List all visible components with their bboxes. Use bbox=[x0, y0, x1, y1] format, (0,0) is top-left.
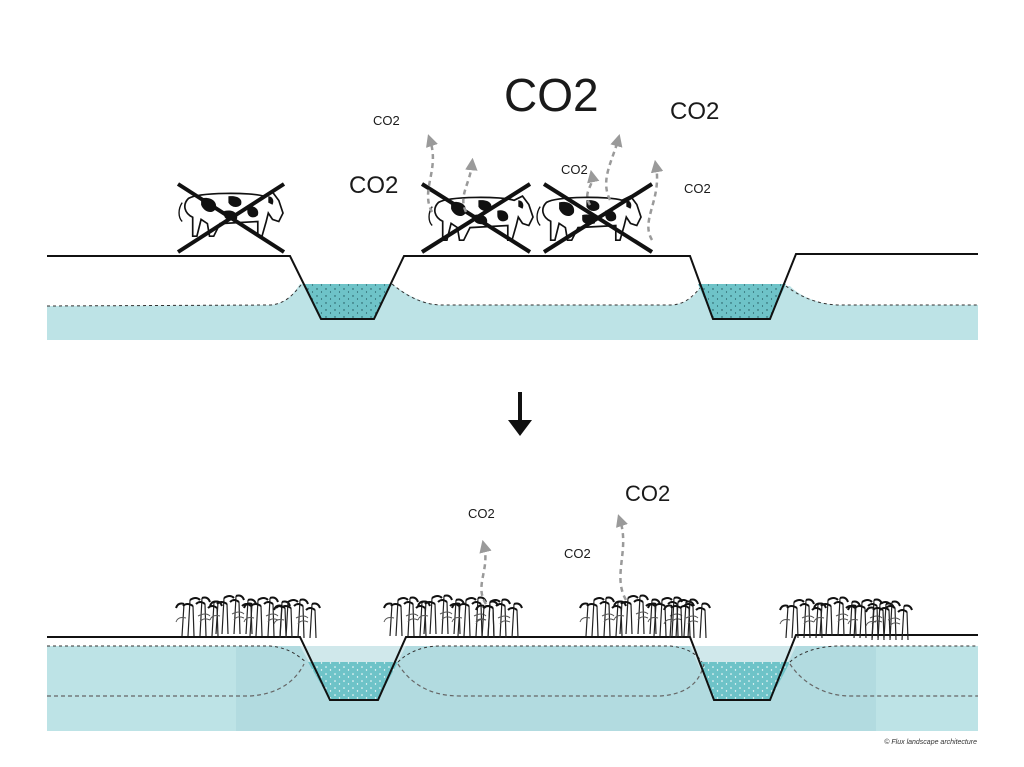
reed-icon bbox=[175, 594, 321, 639]
emission-arrow bbox=[426, 134, 438, 213]
co2-label-medium: CO2 bbox=[349, 172, 398, 199]
emission-arrow bbox=[479, 539, 492, 605]
reed-icon bbox=[779, 596, 913, 641]
reed-icon bbox=[579, 594, 711, 639]
bottom-panel: CO2 CO2 CO2 bbox=[47, 481, 978, 731]
emission-arrows-bottom bbox=[479, 514, 628, 605]
down-arrow-icon bbox=[508, 392, 532, 436]
bottom-ditch-water-right bbox=[700, 662, 790, 700]
cross-icon bbox=[542, 182, 654, 254]
top-panel: CO2 CO2 CO2 CO2 CO2 CO2 bbox=[46, 69, 978, 340]
bottom-water-table-line bbox=[47, 645, 978, 663]
emission-arrow bbox=[585, 169, 600, 206]
bottom-old-water-table-line bbox=[47, 663, 978, 697]
co2-label-large: CO2 bbox=[504, 69, 599, 121]
top-ground-line bbox=[47, 253, 978, 320]
top-groundwater bbox=[47, 284, 978, 340]
cow-icon bbox=[428, 195, 534, 242]
co2-label-small: CO2 bbox=[373, 113, 400, 128]
co2-label-small: CO2 bbox=[684, 181, 711, 196]
emission-arrow bbox=[616, 514, 628, 601]
bottom-ground-line bbox=[47, 634, 978, 701]
emission-arrow bbox=[647, 159, 664, 241]
co2-label-medium: CO2 bbox=[670, 98, 719, 125]
cross-icon bbox=[176, 182, 286, 254]
co2-label-small: CO2 bbox=[561, 162, 588, 177]
co2-label-small: CO2 bbox=[564, 546, 591, 561]
top-ditch-water-right bbox=[698, 284, 786, 319]
cow-icon bbox=[178, 191, 284, 238]
bottom-ditch-water-left bbox=[308, 662, 398, 700]
co2-label-medium: CO2 bbox=[625, 481, 670, 506]
emission-arrow bbox=[462, 157, 478, 213]
reed-icon bbox=[383, 594, 523, 639]
cross-icon bbox=[420, 182, 532, 254]
co2-label-small: CO2 bbox=[468, 506, 495, 521]
top-ditch-water-left bbox=[304, 284, 392, 319]
emission-arrow bbox=[605, 133, 623, 201]
credit-text: © Flux landscape architecture bbox=[884, 738, 977, 746]
emission-arrows-top bbox=[426, 133, 664, 241]
top-water-table-line bbox=[46, 283, 978, 307]
